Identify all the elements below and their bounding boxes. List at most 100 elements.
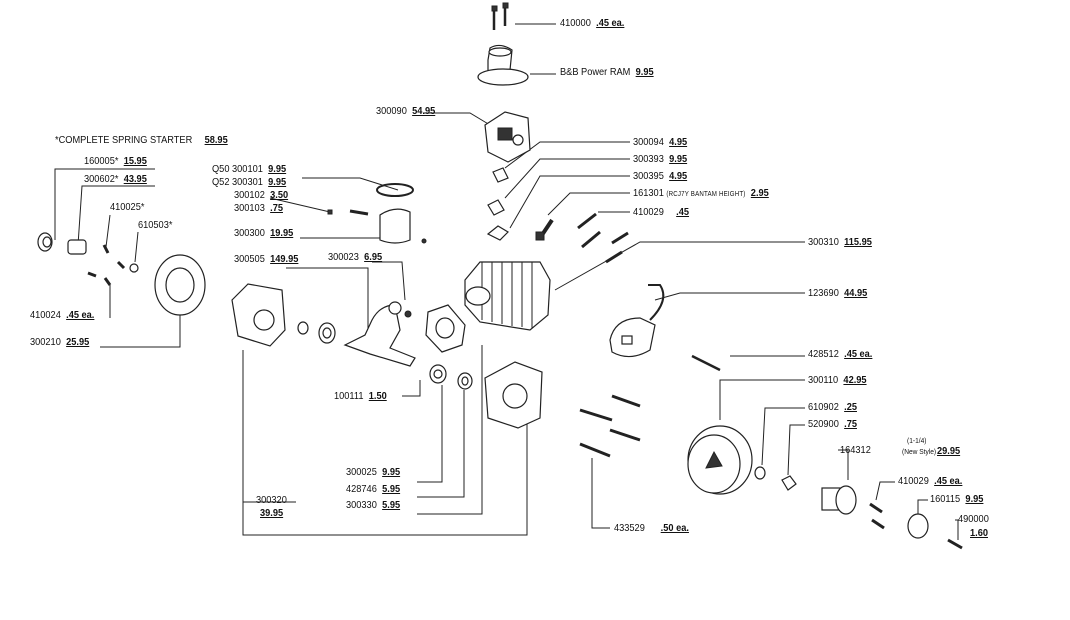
price: .45 ea. [66, 309, 95, 321]
part-number: 410000 [560, 17, 591, 29]
label-410000: 410000 .45 ea. [560, 17, 624, 29]
part-number: 300395 [633, 170, 664, 182]
cylinder-part [464, 261, 551, 331]
label-power-ram: B&B Power RAM 9.95 [560, 66, 654, 78]
part-number: 410029 [633, 206, 664, 218]
price-490000: 1.60 [970, 527, 988, 539]
spring-starter-parts [37, 232, 206, 316]
label-300103: 300103.75 [234, 202, 283, 214]
label-610503: 610503* [138, 219, 172, 231]
bolts-433529 [579, 394, 641, 458]
part-number: 410025* [110, 201, 145, 213]
price: 1.60 [970, 527, 988, 539]
crankcase-rear [484, 361, 543, 429]
part-number: 300505 [234, 253, 265, 265]
price: 2.95 [750, 187, 769, 199]
part-number: 300310 [808, 236, 839, 248]
label-410024: 410024 .45 ea. [30, 309, 94, 321]
piston-parts [327, 183, 427, 244]
leader-lines [54, 23, 959, 540]
label-300102: 300102 3.50 [234, 189, 288, 201]
label-610902: 610902.25 [808, 401, 857, 413]
label-300310: 300310 115.95 [808, 236, 872, 248]
part-number: 300102 [234, 189, 265, 201]
part-number: 410029 [898, 475, 929, 487]
crankcase-300320 [231, 283, 286, 347]
power-ram-part [477, 44, 529, 86]
part-number: 610902 [808, 401, 839, 413]
part-number: 300320 [256, 494, 287, 506]
part-number: 428746 [346, 483, 377, 495]
price: .45 ea. [934, 475, 963, 487]
part-number: 428512 [808, 348, 839, 360]
price: .45 ea. [844, 348, 873, 360]
price: 4.95 [669, 136, 688, 148]
clutch-drum-part [821, 485, 857, 515]
label-300505: 300505 149.95 [234, 253, 298, 265]
price: 1.50 [368, 390, 387, 402]
label-300320: 300320 [256, 494, 287, 506]
label-410029-lower: 410029 .45 ea. [898, 475, 962, 487]
part-number: 433529 [614, 522, 645, 534]
label-410029-upper: 410029 .45 [633, 206, 689, 218]
label-300094: 300094 4.95 [633, 136, 687, 148]
price: 39.95 [260, 507, 284, 519]
price: 42.95 [843, 374, 867, 386]
price: 9.95 [635, 66, 654, 78]
part-number: 490000 [958, 513, 989, 525]
flywheel-part [687, 425, 753, 495]
part-number: 300094 [633, 136, 664, 148]
price: 5.95 [382, 483, 401, 495]
price: 115.95 [844, 236, 872, 248]
price: .45 [676, 206, 690, 218]
label-161301: 161301 (RCJ7Y BANTAM HEIGHT)2.95 [633, 187, 769, 201]
gasket-crankcase [425, 304, 466, 353]
price: 5.95 [382, 499, 401, 511]
part-number: 300300 [234, 227, 265, 239]
price: 149.95 [270, 253, 299, 265]
label-164312: 164312 [840, 444, 871, 456]
part-number: Q52 300301 [212, 176, 263, 188]
part-note: (New Style) [902, 447, 937, 456]
label-428746: 428746 5.95 [346, 483, 400, 495]
part-number: 610503* [138, 219, 173, 231]
part-number: 520900 [808, 418, 839, 430]
price: .45 ea. [596, 17, 625, 29]
price: 6.95 [364, 251, 383, 263]
label-300090: 300090 54.95 [376, 105, 435, 117]
price-300320: 39.95 [260, 507, 283, 519]
note-164312-style: (New Style)29.95 [902, 445, 960, 458]
price: 3.50 [270, 189, 289, 201]
part-number: 300602* [84, 173, 119, 185]
price: 25.95 [66, 336, 90, 348]
price: 19.95 [270, 227, 294, 239]
part-number: B&B Power RAM [560, 66, 631, 78]
price: 54.95 [412, 105, 436, 117]
part-number: 300090 [376, 105, 407, 117]
bolt-428512 [691, 354, 721, 372]
part-number: 160005* [84, 155, 119, 167]
carburetor-part [484, 111, 531, 163]
price: 4.95 [669, 170, 688, 182]
crankshaft-part [343, 301, 416, 367]
price: 58.95 [204, 134, 228, 146]
price: 9.95 [268, 163, 287, 175]
gasket-300393 [487, 199, 505, 216]
part-note: (1-1/4) [907, 436, 927, 445]
label-490000: 490000 [958, 513, 989, 525]
price: 29.95 [936, 445, 961, 457]
part-number: 410024 [30, 309, 61, 321]
price: .75 [270, 202, 283, 214]
label-300395: 300395 4.95 [633, 170, 687, 182]
part-number: 300023 [328, 251, 359, 263]
price: .75 [844, 418, 857, 430]
note-164312-size: (1-1/4) [907, 435, 926, 447]
